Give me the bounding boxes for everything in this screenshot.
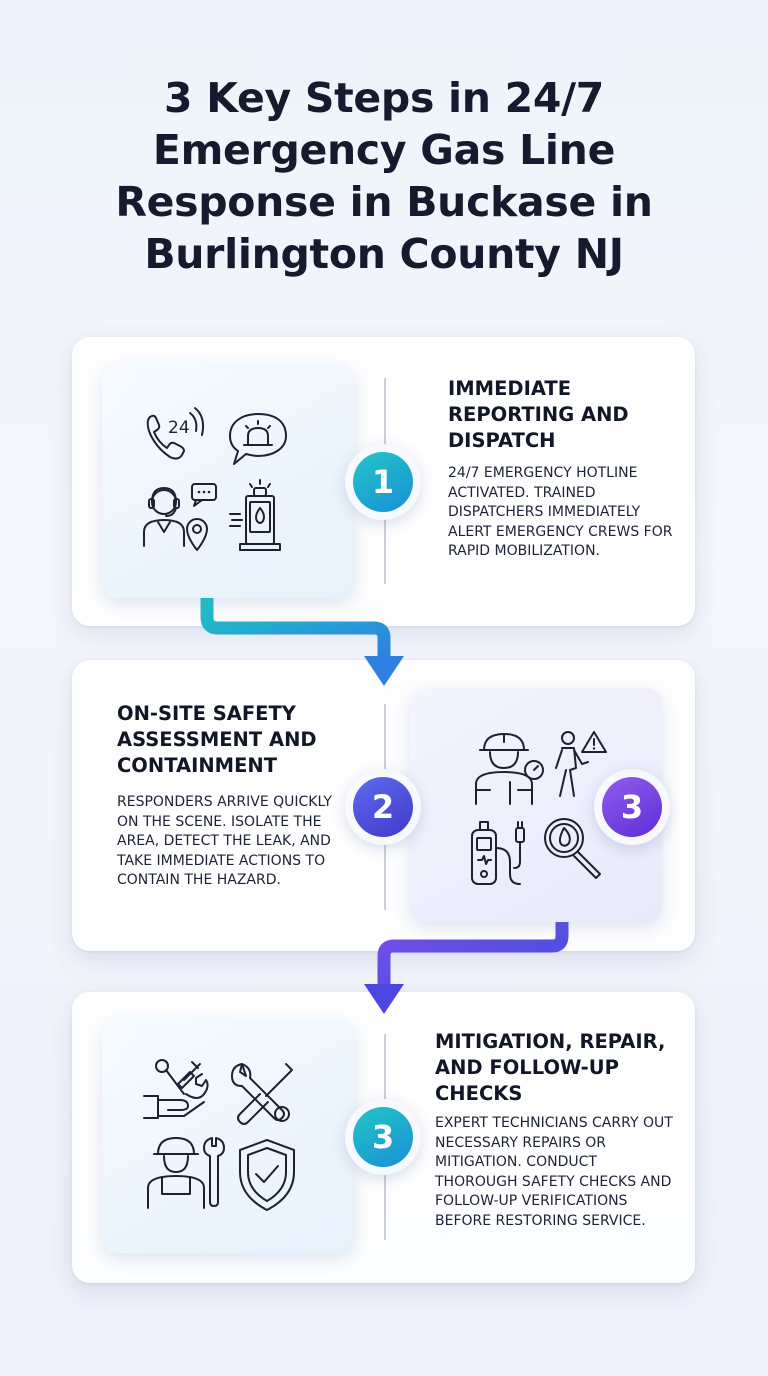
- crossed-tools-icon: [231, 1063, 293, 1125]
- technician-wrench-icon: [147, 1137, 225, 1209]
- magnifier-flame-icon: [544, 818, 601, 879]
- step-2-extra-number: 3: [602, 777, 662, 837]
- step-1-illustration: [102, 364, 354, 598]
- step-3-illustration: [102, 1019, 354, 1253]
- svg-text:24: 24: [168, 418, 190, 438]
- warning-walker-icon: [555, 731, 607, 797]
- step-2-body: Responders arrive quickly on the scene. …: [117, 794, 332, 888]
- step-1-number: 1: [353, 452, 413, 512]
- hand-tools-icon: [143, 1059, 209, 1119]
- gas-detector-icon: [471, 821, 525, 885]
- step-1-heading: Immediate Reporting and Dispatch: [448, 377, 629, 452]
- step-3-number-badge: 3: [345, 1099, 421, 1175]
- step-3-body: Expert technicians carry out necessary r…: [435, 1115, 673, 1229]
- step-3-number: 3: [353, 1107, 413, 1167]
- step-2-extra-badge: 3: [594, 769, 670, 845]
- step-1-number-badge: 1: [345, 444, 421, 520]
- shield-check-icon: [239, 1139, 295, 1211]
- alarm-bubble-icon: [229, 413, 287, 465]
- responder-helmet-icon: [475, 733, 544, 805]
- step-3-heading: Mitigation, Repair, and Follow-up Checks: [435, 1030, 666, 1105]
- step-1-body: 24/7 emergency hotline activated. Traine…: [448, 465, 673, 559]
- phone-24-icon: 24: [146, 407, 205, 460]
- step-2-number-badge: 2: [345, 769, 421, 845]
- gas-alarm-cabinet-icon: [229, 479, 281, 551]
- page-title: 3 Key Steps in 24/7 Emergency Gas Line R…: [115, 74, 653, 278]
- location-pin-icon: [186, 518, 208, 551]
- step-2-heading: On-Site Safety Assessment and Containmen…: [117, 702, 317, 777]
- step-2-number: 2: [353, 777, 413, 837]
- dispatcher-headset-icon: [143, 483, 217, 547]
